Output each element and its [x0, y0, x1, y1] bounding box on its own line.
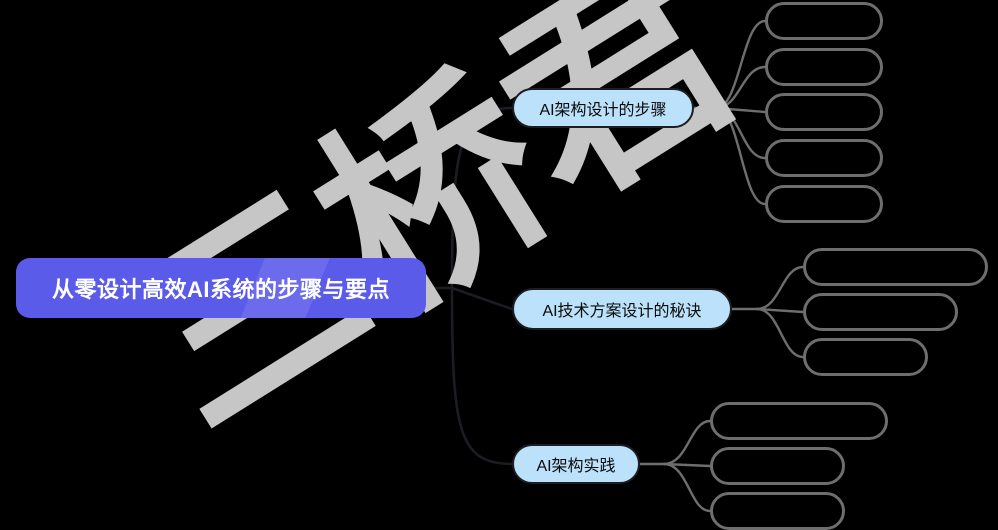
root-node-label: 从零设计高效AI系统的步骤与要点 — [51, 277, 390, 302]
leaf-node-1-2[interactable] — [765, 48, 883, 86]
leaf-node-1-1[interactable] — [765, 2, 883, 40]
root-to-branch-1 — [450, 106, 514, 290]
root-node[interactable]: 从零设计高效AI系统的步骤与要点 — [16, 258, 426, 318]
branch-node-2[interactable]: AI技术方案设计的秘诀 — [512, 288, 732, 330]
leaf-node-3-3[interactable] — [710, 492, 845, 530]
leaf-node-2-2[interactable] — [803, 293, 958, 331]
branch-node-3-label: AI架构实践 — [536, 458, 616, 475]
branch-2-to-leaf-1 — [755, 265, 805, 311]
branch-3-to-leaf-3 — [662, 462, 712, 513]
leaf-node-1-3[interactable] — [765, 93, 883, 131]
branch-1-to-leaf-2 — [714, 65, 767, 110]
branch3-edge-group — [638, 419, 712, 513]
watermark-text: 三桥君 — [97, 0, 772, 469]
leaf-node-1-4[interactable] — [765, 139, 883, 177]
root-edge-group — [424, 106, 514, 466]
root-to-branch-2 — [450, 286, 514, 311]
root-to-branch-3 — [450, 286, 514, 466]
leaf-node-3-2[interactable] — [710, 447, 845, 485]
branch-1-to-leaf-5 — [714, 106, 767, 206]
branch1-edge-group — [692, 19, 767, 206]
branch-node-1-label: AI架构设计的步骤 — [539, 102, 667, 119]
branch-1-to-leaf-1 — [714, 19, 767, 110]
leaf-node-1-5[interactable] — [765, 185, 883, 223]
branch-1-to-leaf-3 — [714, 106, 767, 114]
leaf-node-3-1[interactable] — [710, 402, 888, 440]
branch-3-to-leaf-1 — [662, 419, 712, 466]
leaf-node-2-3[interactable] — [803, 338, 928, 376]
branch-node-2-label: AI技术方案设计的秘诀 — [542, 303, 702, 320]
leaf-node-2-1[interactable] — [803, 248, 988, 286]
branch-3-to-leaf-2 — [662, 462, 712, 468]
branch-1-to-leaf-4 — [714, 106, 767, 160]
branch-2-to-leaf-3 — [755, 307, 805, 359]
branch-2-to-leaf-2 — [755, 307, 805, 314]
branch2-edge-group — [730, 265, 805, 359]
branch-node-1[interactable]: AI架构设计的步骤 — [512, 88, 694, 128]
branch-node-3[interactable]: AI架构实践 — [512, 444, 640, 484]
